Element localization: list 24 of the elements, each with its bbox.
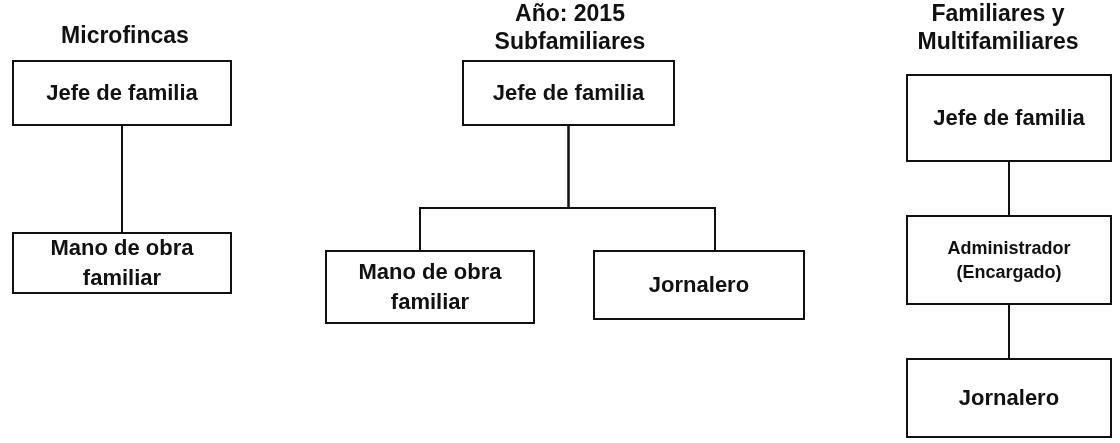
org-box	[462, 60, 675, 126]
org-box	[12, 60, 232, 126]
role-text: Jefe de familia	[46, 79, 198, 108]
year-title: Año: 2015	[514, 0, 626, 28]
org-box	[906, 215, 1112, 305]
connector-line	[1008, 304, 1010, 359]
column-heading: Familiares y Multifamiliares	[916, 0, 1080, 56]
column-heading: Subfamiliares	[493, 28, 647, 56]
role-text: Mano de obra familiar	[357, 258, 503, 316]
column-heading: Microfincas	[60, 22, 190, 50]
org-box	[906, 74, 1112, 162]
role-text: Mano de obra familiar	[49, 234, 195, 292]
role-text: Jornalero	[648, 271, 750, 300]
org-box	[906, 358, 1112, 438]
org-box	[325, 250, 535, 324]
role-text: Administrador (Encargado)	[946, 236, 1072, 284]
connector-line	[567, 125, 716, 251]
org-box	[593, 250, 805, 320]
connector-line	[121, 125, 123, 233]
role-text: Jornalero	[958, 384, 1060, 413]
role-text: Jefe de familia	[933, 104, 1085, 133]
org-box	[12, 232, 232, 294]
role-text: Jefe de familia	[492, 79, 645, 108]
connector-line	[1008, 161, 1010, 216]
